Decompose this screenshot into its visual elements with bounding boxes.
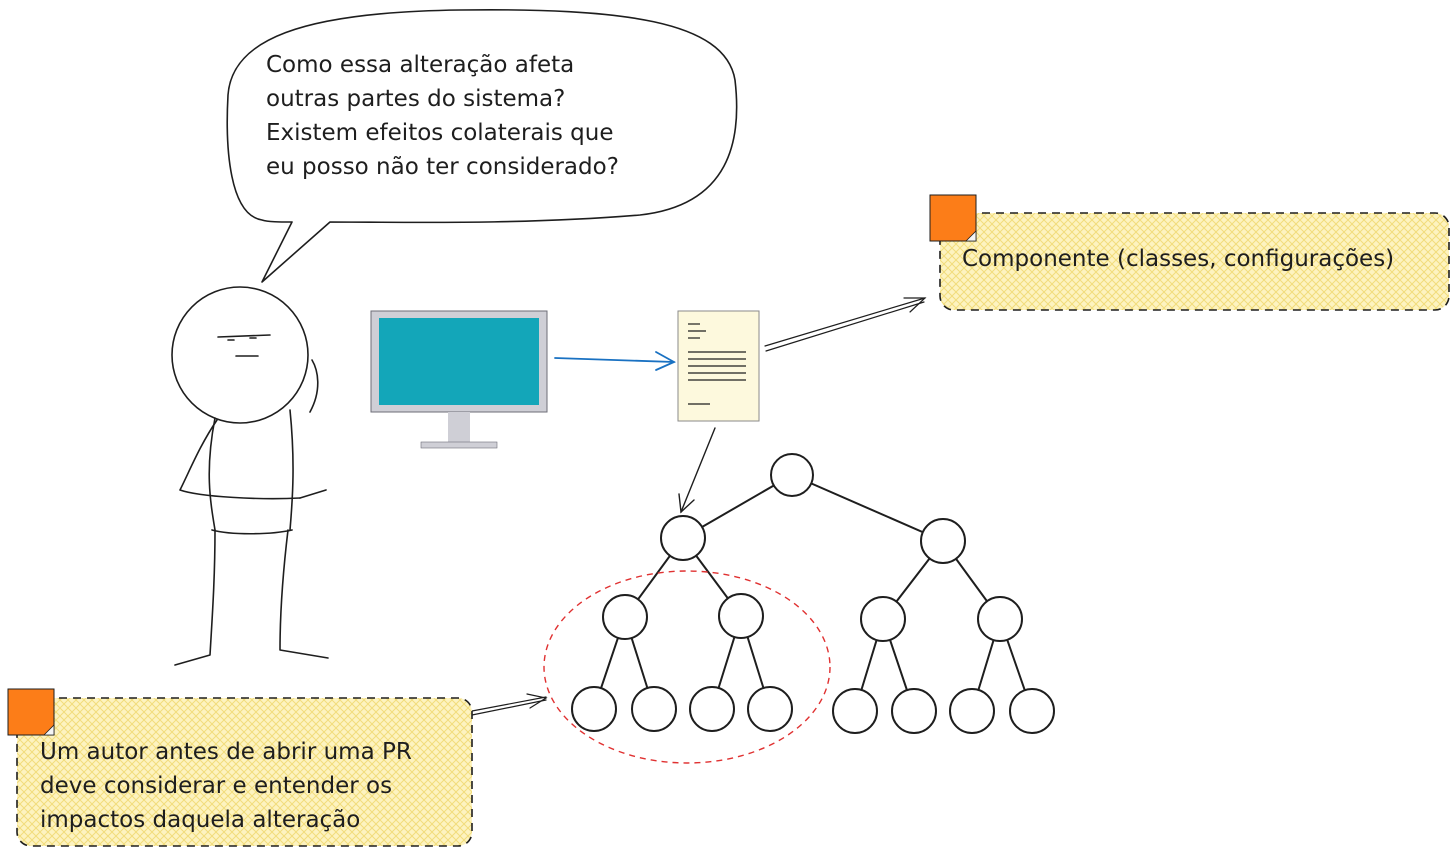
arrow-author-note-to-tree	[471, 693, 548, 716]
monitor-icon	[370, 310, 548, 449]
tree-node-l2	[860, 596, 906, 642]
tree-leaf	[747, 686, 793, 732]
tree-node-l1-left	[660, 515, 706, 561]
arrow-document-to-tree	[678, 427, 716, 514]
tree-node-l2	[602, 594, 648, 640]
person-right-leg	[279, 529, 329, 659]
tree-node-l2	[977, 596, 1023, 642]
tree-leaf	[1009, 688, 1055, 734]
author-note	[7, 688, 473, 847]
sticky-note-icon	[929, 194, 977, 242]
component-note	[929, 194, 1450, 311]
tree-leaf	[949, 688, 995, 734]
tree-node-l1-right	[920, 518, 966, 564]
person-head	[171, 286, 309, 424]
dependency-tree-edges	[593, 474, 1033, 712]
impact-highlight-ellipse	[543, 570, 831, 764]
person-right-arm	[299, 359, 327, 499]
tree-leaf	[571, 686, 617, 732]
arrow-document-to-component-note	[764, 297, 927, 352]
component-note-text: Componente (classes, configurações)	[962, 246, 1395, 272]
person-eyebrows	[217, 334, 271, 338]
author-note-text: Um autor antes de abrir uma PR deve cons…	[40, 739, 412, 833]
thinking-person	[171, 286, 329, 666]
dependency-tree-nodes	[571, 453, 1055, 734]
tree-leaf	[891, 688, 937, 734]
document-icon	[677, 310, 760, 422]
person-body	[208, 409, 294, 535]
person-left-leg	[174, 529, 216, 666]
tree-leaf	[631, 686, 677, 732]
sticky-note-icon	[7, 688, 55, 736]
tree-node-root	[770, 453, 814, 497]
speech-bubble-text: Como essa alteração afeta outras partes …	[266, 52, 619, 180]
speech-bubble	[226, 9, 738, 283]
person-left-arm	[179, 419, 301, 500]
tree-leaf	[832, 688, 878, 734]
tree-node-l2	[718, 593, 764, 639]
arrow-monitor-to-document	[554, 351, 677, 371]
tree-leaf	[689, 686, 735, 732]
person-eyes	[227, 337, 257, 341]
